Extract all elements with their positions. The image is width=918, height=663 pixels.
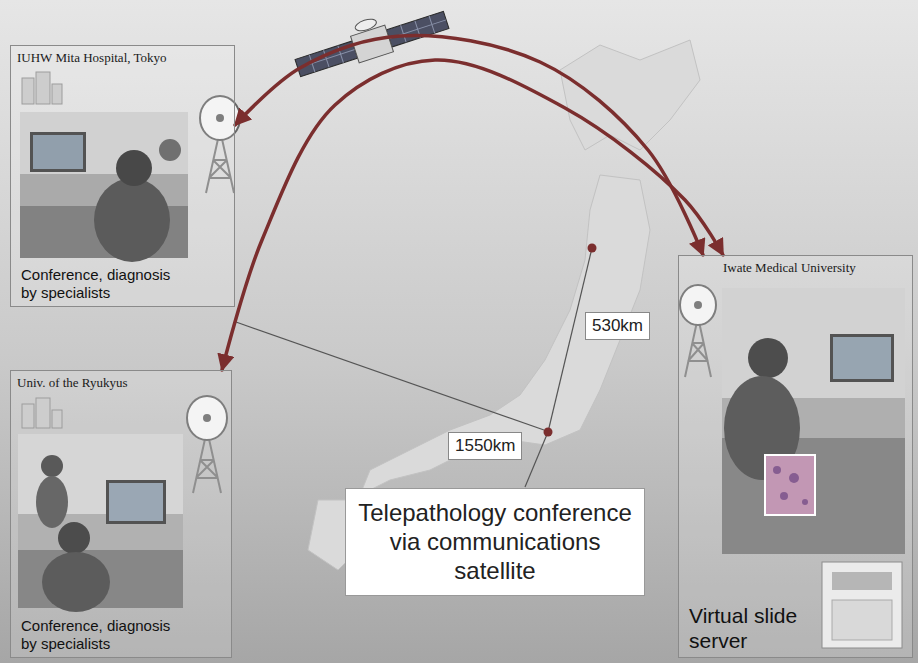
panel-grid [295, 11, 449, 76]
site-name: IUHW Mita Hospital, Tokyo [17, 50, 228, 67]
distance-label: 530km [585, 312, 650, 340]
leader-line [236, 322, 544, 430]
site-role: Virtual slide server [685, 603, 814, 653]
site-panel: IUHW Mita Hospital, TokyoConference, dia… [10, 45, 235, 307]
honshu-outline [360, 175, 650, 495]
city-dot [588, 244, 597, 253]
distance-label: 1550km [448, 432, 522, 460]
satellite-dish [354, 17, 378, 33]
city-dot [544, 428, 553, 437]
site-name: Iwate Medical University [685, 260, 906, 277]
leader-line [525, 432, 548, 487]
satellite-link [222, 60, 723, 370]
title-box: Telepathology conference via communicati… [345, 488, 645, 596]
site-name: Univ. of the Ryukyus [17, 375, 225, 392]
site-role: Conference, diagnosis by specialists [17, 617, 181, 653]
distance-lines [236, 248, 592, 487]
diagram-title: Telepathology conference via communicati… [358, 499, 632, 585]
site-role: Conference, diagnosis by specialists [17, 266, 181, 302]
site-panel: Iwate Medical UniversityVirtual slide se… [678, 255, 913, 658]
site-panel: Univ. of the RyukyusConference, diagnosi… [10, 370, 232, 658]
hokkaido-outline [560, 40, 700, 150]
